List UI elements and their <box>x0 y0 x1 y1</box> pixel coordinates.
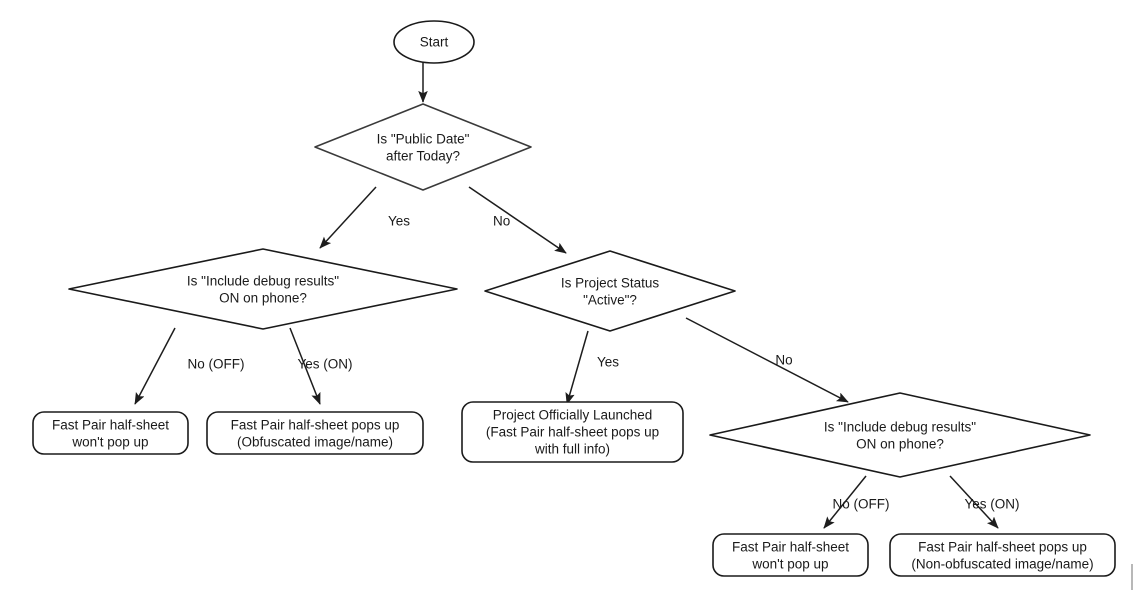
terminal-launched-line1: Project Officially Launched <box>493 408 653 423</box>
edge-debug-right-no <box>823 475 867 529</box>
edge-debug-left-no <box>134 327 176 405</box>
edge-debug-left-yes <box>289 327 321 405</box>
edge-project-status-yes <box>565 330 589 405</box>
terminal-launched-line3: with full info) <box>534 442 610 457</box>
project-status-line1: Is Project Status <box>561 276 660 291</box>
connectors <box>134 62 999 529</box>
node-start[interactable]: Start <box>393 20 475 64</box>
debug-left-diamond <box>68 248 458 330</box>
edge-label-project-status-yes: Yes <box>597 355 619 370</box>
edge-project-status-no <box>685 317 849 403</box>
terminal-right-no-line1: Fast Pair half-sheet <box>732 540 849 555</box>
terminal-left-yes-box <box>206 411 424 455</box>
terminal-left-yes-line1: Fast Pair half-sheet pops up <box>231 418 400 433</box>
terminal-launched-box <box>461 401 684 463</box>
start-label: Start <box>420 35 449 50</box>
node-decision-project-status[interactable]: Is Project Status "Active"? <box>484 250 736 332</box>
terminal-left-no-box <box>32 411 189 455</box>
node-terminal-right-no[interactable]: Fast Pair half-sheet won't pop up <box>712 533 869 577</box>
terminal-left-no-line1: Fast Pair half-sheet <box>52 418 169 433</box>
edge-public-date-no <box>468 186 567 254</box>
terminal-left-no-line2: won't pop up <box>71 435 148 450</box>
terminal-right-yes-line1: Fast Pair half-sheet pops up <box>918 540 1087 555</box>
terminal-launched-line2: (Fast Pair half-sheet pops up <box>486 425 659 440</box>
node-terminal-right-yes[interactable]: Fast Pair half-sheet pops up (Non-obfusc… <box>889 533 1116 577</box>
edge-label-public-date-yes: Yes <box>388 214 410 229</box>
debug-right-line2: ON on phone? <box>856 437 944 452</box>
terminal-left-yes-line2: (Obfuscated image/name) <box>237 435 393 450</box>
node-decision-debug-left[interactable]: Is "Include debug results" ON on phone? <box>68 248 458 330</box>
terminal-right-no-box <box>712 533 869 577</box>
edge-label-debug-right-no: No (OFF) <box>833 497 890 512</box>
debug-left-line1: Is "Include debug results" <box>187 274 339 289</box>
node-decision-debug-right[interactable]: Is "Include debug results" ON on phone? <box>709 392 1091 478</box>
edge-label-project-status-no: No <box>775 353 792 368</box>
edge-labels: Yes No No (OFF) Yes (ON) Yes No No (OFF)… <box>188 214 1020 512</box>
edge-label-debug-right-yes: Yes (ON) <box>964 497 1019 512</box>
debug-left-line2: ON on phone? <box>219 291 307 306</box>
start-ellipse <box>393 20 475 64</box>
edge-label-debug-left-no: No (OFF) <box>188 357 245 372</box>
project-status-diamond <box>484 250 736 332</box>
public-date-diamond <box>314 103 532 191</box>
node-decision-public-date[interactable]: Is "Public Date" after Today? <box>314 103 532 191</box>
node-terminal-left-yes[interactable]: Fast Pair half-sheet pops up (Obfuscated… <box>206 411 424 455</box>
public-date-line1: Is "Public Date" <box>377 132 470 147</box>
edge-public-date-yes <box>319 186 377 249</box>
page-edge-mark <box>1131 564 1133 590</box>
terminal-right-yes-box <box>889 533 1116 577</box>
edge-label-debug-left-yes: Yes (ON) <box>297 357 352 372</box>
debug-right-line1: Is "Include debug results" <box>824 420 976 435</box>
terminal-right-no-line2: won't pop up <box>751 557 828 572</box>
edge-debug-right-yes <box>949 475 999 529</box>
project-status-line2: "Active"? <box>583 293 637 308</box>
edge-label-public-date-no: No <box>493 214 510 229</box>
node-terminal-launched[interactable]: Project Officially Launched (Fast Pair h… <box>461 401 684 463</box>
terminal-right-yes-line2: (Non-obfuscated image/name) <box>911 557 1093 572</box>
node-terminal-left-no[interactable]: Fast Pair half-sheet won't pop up <box>32 411 189 455</box>
public-date-line2: after Today? <box>386 149 460 164</box>
debug-right-diamond <box>709 392 1091 478</box>
